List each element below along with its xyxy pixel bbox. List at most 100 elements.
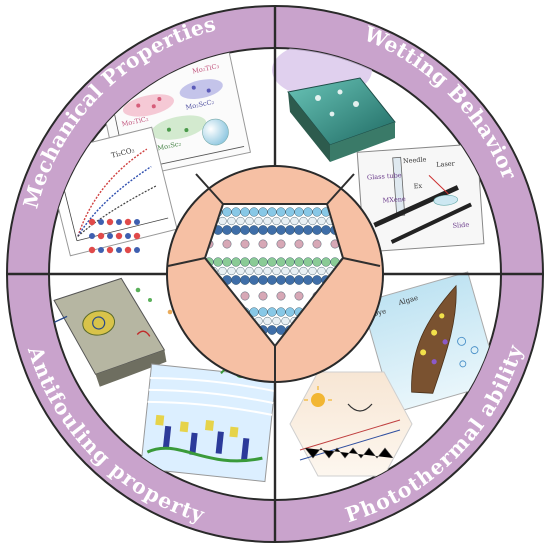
atom — [317, 266, 326, 276]
wetting-label-mxene: MXene — [382, 195, 406, 205]
atom — [276, 225, 286, 235]
atom — [276, 291, 286, 301]
atom — [272, 216, 281, 226]
atom — [281, 266, 290, 276]
atom — [245, 216, 254, 226]
atom — [258, 257, 268, 267]
atom — [294, 291, 304, 301]
atom — [236, 216, 245, 226]
atom — [240, 257, 250, 267]
atom — [312, 239, 322, 249]
atom — [227, 266, 236, 276]
wetting-label-needle: Needle — [403, 155, 427, 165]
atom — [299, 216, 308, 226]
wetting-label-laser: Laser — [436, 159, 456, 168]
atom — [276, 207, 286, 217]
atom — [263, 216, 272, 226]
atom — [249, 307, 259, 317]
atom — [276, 239, 286, 249]
atom — [240, 225, 250, 235]
atom — [267, 325, 277, 335]
atom — [254, 266, 263, 276]
atom — [222, 257, 232, 267]
atom — [290, 216, 299, 226]
atom — [285, 307, 295, 317]
atom — [222, 207, 232, 217]
atom — [321, 225, 331, 235]
atom — [267, 257, 277, 267]
antifouling-panel — [49, 277, 277, 483]
atom — [231, 225, 241, 235]
atom — [258, 239, 268, 249]
atom — [218, 216, 227, 226]
atom — [285, 275, 295, 285]
atom — [272, 316, 281, 326]
atom — [308, 216, 317, 226]
atom — [240, 275, 250, 285]
atom — [236, 266, 245, 276]
atom — [276, 275, 286, 285]
atom — [231, 275, 241, 285]
atom — [267, 275, 277, 285]
atom — [231, 207, 241, 217]
atom — [249, 207, 259, 217]
atom — [281, 216, 290, 226]
atom — [272, 266, 281, 276]
atom — [276, 257, 286, 267]
atom — [285, 225, 295, 235]
atom — [258, 307, 268, 317]
atom — [258, 207, 268, 217]
atom — [294, 207, 304, 217]
atom — [276, 307, 286, 317]
atom — [285, 207, 295, 217]
atom — [303, 225, 313, 235]
atom — [213, 257, 223, 267]
wetting-label-glass: Glass tube — [367, 171, 402, 181]
atom — [258, 225, 268, 235]
atom — [294, 239, 304, 249]
wetting-label-slide: Slide — [452, 221, 469, 230]
atom — [263, 266, 272, 276]
wetting-label-ex: Ex — [413, 182, 422, 191]
atom — [245, 266, 254, 276]
wetting-panel: Glass tube MXene Needle Ex Laser Slide — [272, 48, 485, 253]
atom — [222, 225, 232, 235]
atom — [258, 291, 268, 301]
atom — [218, 266, 227, 276]
atom — [263, 316, 272, 326]
atom — [267, 207, 277, 217]
atom — [303, 257, 313, 267]
atom — [312, 207, 322, 217]
atom — [303, 275, 313, 285]
mech-lattice — [88, 218, 141, 254]
atom — [267, 225, 277, 235]
atom — [312, 275, 322, 285]
atom — [285, 257, 295, 267]
atom — [267, 307, 277, 317]
atom — [249, 257, 259, 267]
atom — [240, 291, 250, 301]
center-pentagon — [167, 173, 381, 382]
atom — [321, 257, 331, 267]
atom — [240, 207, 250, 217]
atom — [281, 316, 290, 326]
atom — [249, 225, 259, 235]
mxene-atoms — [205, 207, 343, 335]
atom — [249, 275, 259, 285]
atom — [294, 275, 304, 285]
photo-label-dye: Dye — [372, 307, 387, 318]
atom — [227, 216, 236, 226]
atom — [303, 207, 313, 217]
atom — [254, 216, 263, 226]
atom — [312, 225, 322, 235]
atom — [258, 275, 268, 285]
atom — [222, 239, 232, 249]
atom — [317, 216, 326, 226]
atom — [299, 266, 308, 276]
atom — [294, 257, 304, 267]
atom — [240, 239, 250, 249]
atom — [308, 266, 317, 276]
atom — [231, 257, 241, 267]
